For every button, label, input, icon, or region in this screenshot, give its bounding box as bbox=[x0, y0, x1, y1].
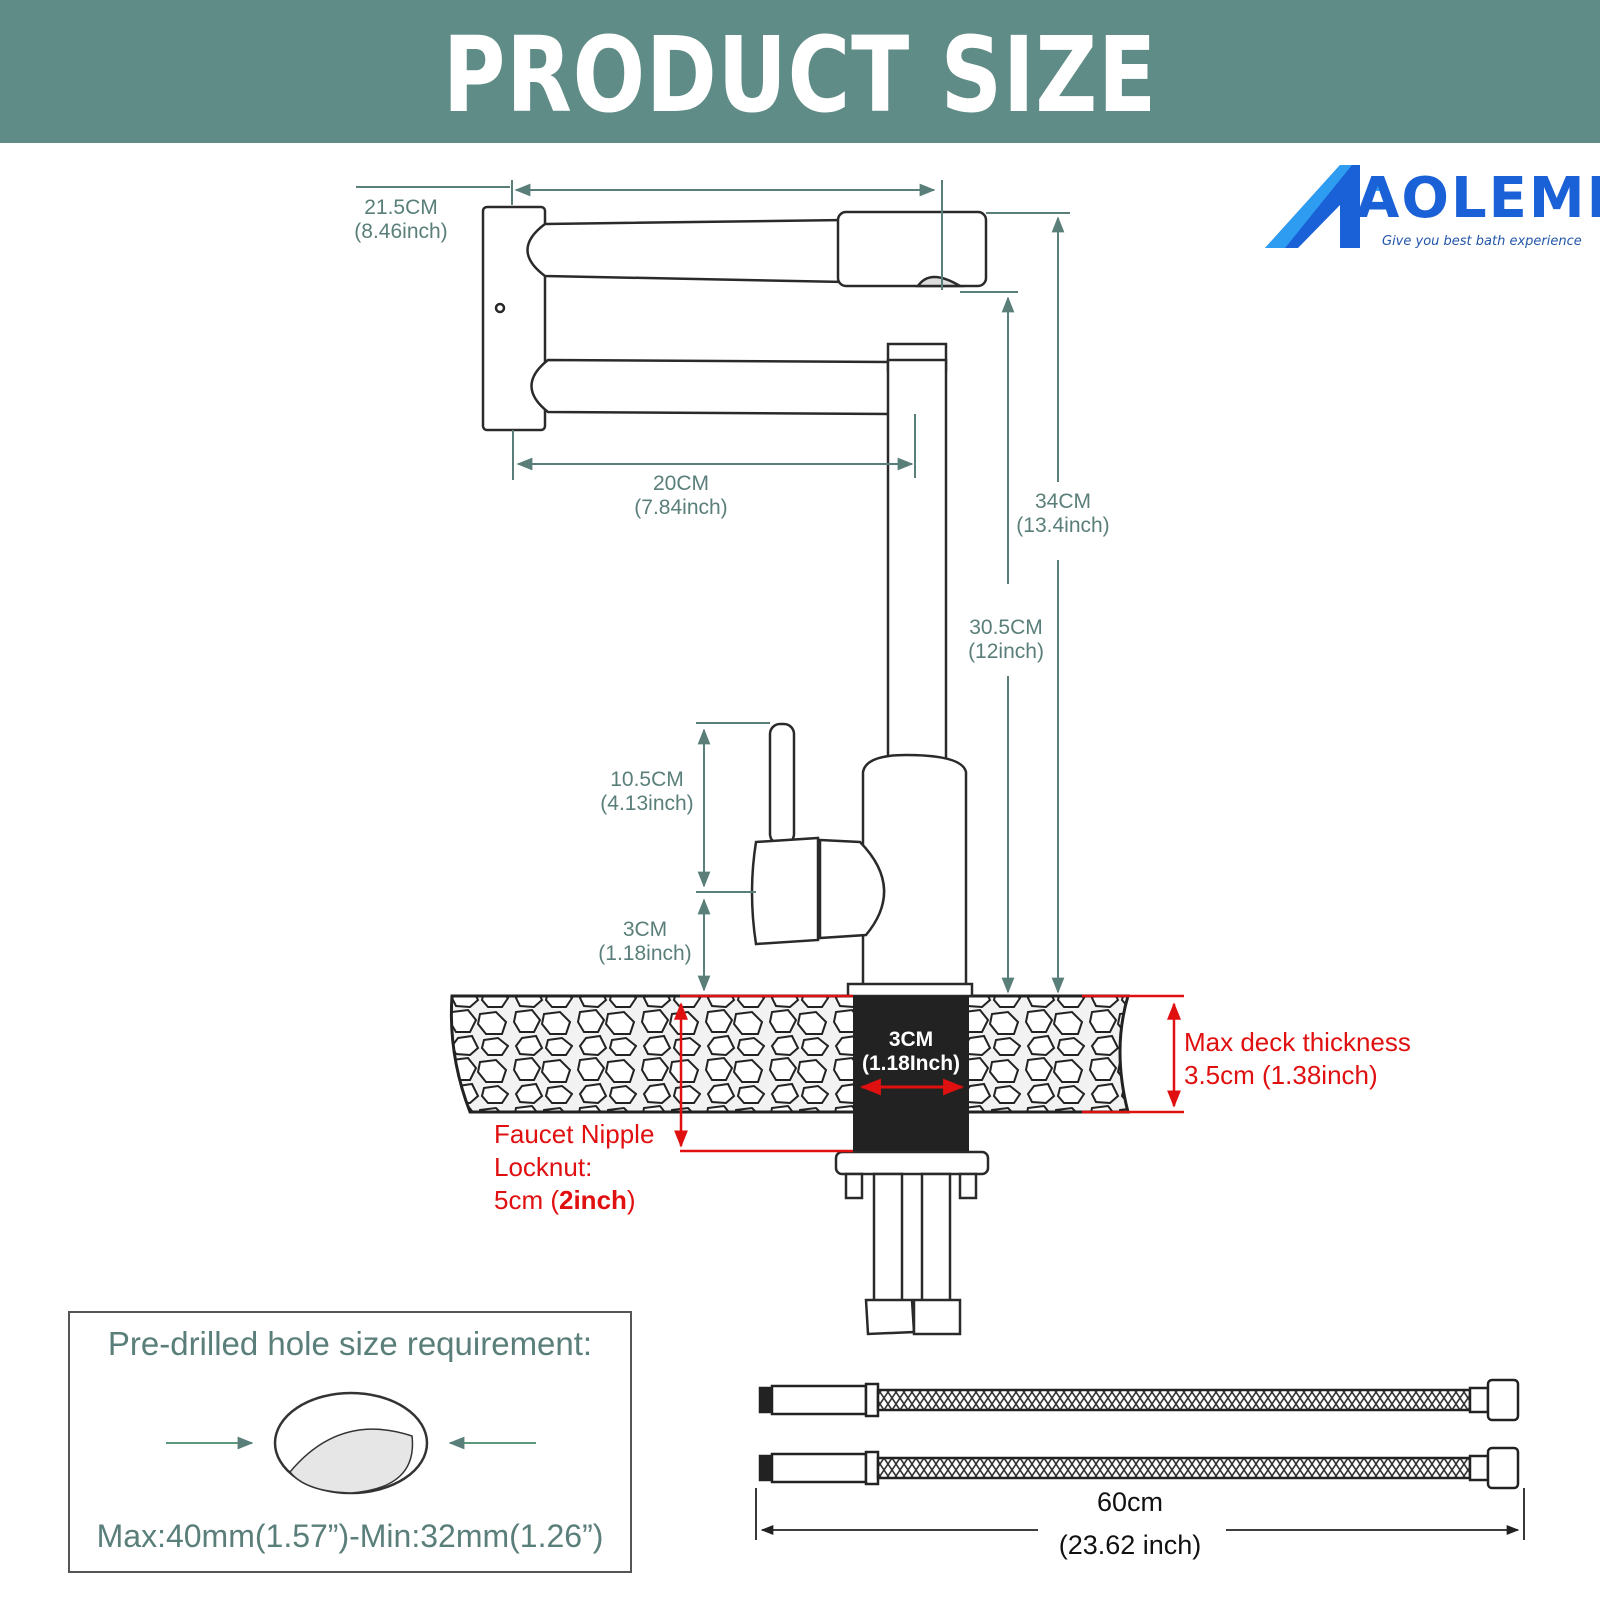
handle-lever bbox=[768, 722, 796, 846]
lower-arm bbox=[530, 358, 904, 416]
handle-height-label: 10.5CM(4.13inch) bbox=[600, 768, 694, 815]
hose-nut-right bbox=[912, 1298, 962, 1336]
bolt-right bbox=[958, 1172, 978, 1200]
countertop bbox=[449, 994, 1131, 1114]
spout-height-label: 30.5CM(12inch) bbox=[968, 616, 1044, 663]
pivot-screw bbox=[494, 302, 506, 314]
page-title: PRODUCT SIZE bbox=[442, 14, 1158, 136]
hole-requirement-title: Pre-drilled hole size requirement: bbox=[107, 1325, 593, 1362]
faucet-body bbox=[861, 753, 968, 992]
supply-hoses bbox=[758, 1378, 1520, 1490]
base-ring bbox=[846, 982, 974, 998]
hose-bottom bbox=[758, 1446, 1520, 1490]
faucet-outline bbox=[481, 205, 988, 998]
hole-inner-shadow bbox=[289, 1428, 414, 1494]
shank-diameter-label: 3CM(1.18Inch) bbox=[861, 1028, 961, 1075]
dimension-lines bbox=[356, 180, 1070, 994]
bolt-left bbox=[844, 1172, 864, 1200]
hose-top bbox=[758, 1378, 1520, 1422]
nipple-locknut-note: Faucet Nipple Locknut: 5cm (2inch) bbox=[494, 1119, 655, 1215]
locknut-plate bbox=[834, 1150, 990, 1176]
upper-arm-label: 21.5CM(8.46inch) bbox=[354, 196, 448, 243]
hole-requirement-box bbox=[68, 1311, 632, 1573]
handle-body bbox=[818, 838, 886, 940]
logo-tagline: Give you best bath experience bbox=[1382, 234, 1582, 249]
red-dimensions bbox=[674, 994, 1184, 1153]
supply-pipe-left bbox=[872, 1172, 904, 1324]
base-height-label: 3CM(1.18inch) bbox=[598, 918, 692, 965]
hose-length-inch: (23.62 inch) bbox=[1058, 1530, 1202, 1560]
riser-pipe bbox=[886, 358, 948, 774]
hose-length-cm: 60cm bbox=[1096, 1487, 1164, 1517]
aerator bbox=[915, 275, 965, 288]
hose-length-dim bbox=[755, 1488, 1525, 1540]
lower-arm-label: 20CM(7.84inch) bbox=[634, 472, 728, 519]
hole-figure bbox=[166, 1391, 536, 1495]
spout-head bbox=[836, 210, 988, 288]
mounting-shank bbox=[853, 996, 969, 1151]
locknut-hardware bbox=[834, 1150, 990, 1336]
logo-brand: AOLEMI bbox=[1356, 166, 1600, 231]
hose-nut-left bbox=[864, 1298, 916, 1336]
hole-size-range: Max:40mm(1.57”)-Min:32mm(1.26”) bbox=[96, 1518, 604, 1554]
header-banner bbox=[0, 0, 1600, 143]
upper-arm bbox=[526, 218, 847, 284]
total-height-label: 34CM(13.4inch) bbox=[1016, 490, 1110, 537]
handle-cap bbox=[750, 836, 820, 946]
